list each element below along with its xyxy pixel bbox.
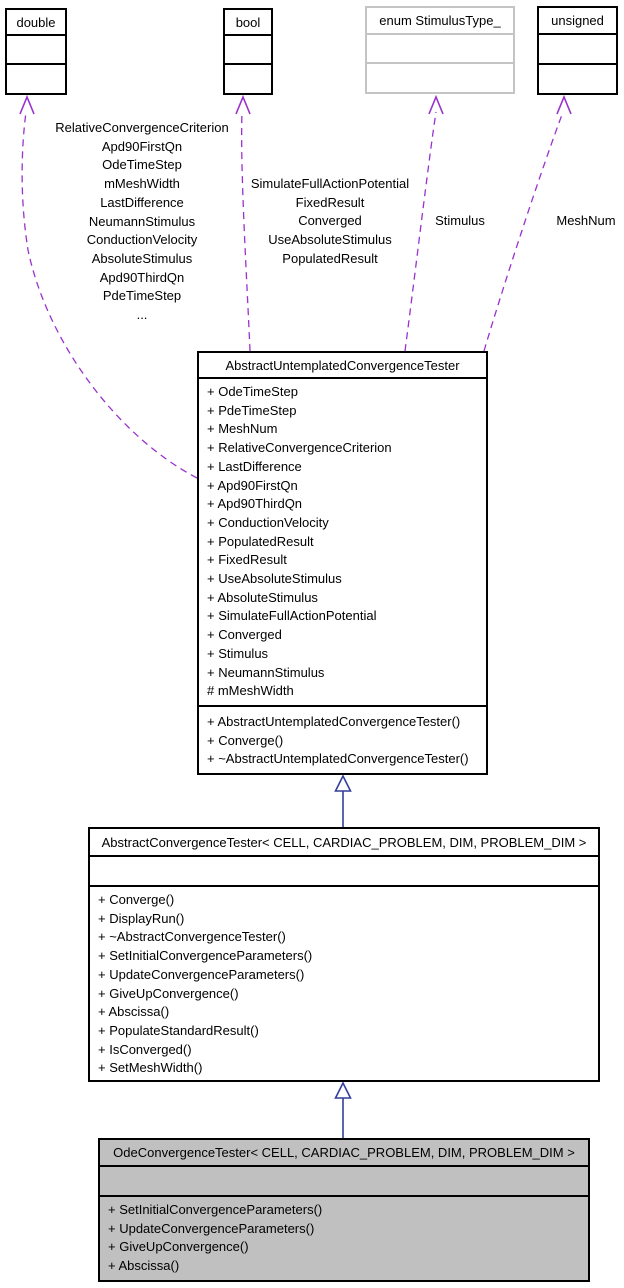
edge-label-line: SimulateFullActionPotential (250, 176, 410, 191)
edge-label-line: OdeTimeStep (102, 157, 182, 173)
edge-label-line: FixedResult (295, 194, 365, 210)
method-line: + DisplayRun() (98, 910, 185, 926)
edge-label-line: mMeshWidth (104, 176, 180, 192)
method-line: + GiveUpConvergence() (108, 1239, 249, 1255)
attribute-line: + Apd90ThirdQn (207, 496, 303, 512)
arrowhead-unsigned-icon (556, 94, 572, 115)
attributes-compartment (90, 857, 598, 887)
methods-compartment: + Converge() + DisplayRun() + ~AbstractCon… (90, 887, 598, 1078)
attribute-line: + PdeTimeStep (207, 402, 297, 418)
class-box-enum-stimulustype: enum StimulusType_ (365, 6, 515, 94)
usage-arrowheads (19, 94, 572, 115)
method-line: + SetMeshWidth() (98, 1060, 203, 1076)
method-line: + IsConverged() (98, 1041, 192, 1057)
empty-compartment (367, 35, 513, 64)
usage-edges (21, 111, 564, 479)
method-line: + UpdateConvergenceParameters() (108, 1220, 315, 1236)
arrowhead-bool-icon (235, 94, 251, 115)
attribute-line: + UseAbsoluteStimulus (207, 571, 342, 587)
attribute-line: + MeshNum (207, 421, 278, 437)
class-box-abstract-untemplated-convergence-tester[interactable]: AbstractUntemplatedConvergenceTester + O… (197, 351, 488, 775)
attribute-line: + AbsoluteStimulus (207, 589, 318, 605)
inheritance-triangle-icon (334, 774, 352, 792)
method-line: + GiveUpConvergence() (98, 985, 239, 1001)
edge-label-line: ConductionVelocity (86, 232, 198, 248)
class-title: double (7, 10, 65, 36)
inheritance-edges (334, 774, 352, 1139)
edge-label-line: RelativeConvergenceCriterion (55, 120, 229, 135)
attribute-line: + Stimulus (207, 645, 269, 661)
attribute-line: + Apd90FirstQn (207, 477, 298, 493)
method-line: + SetInitialConvergenceParameters() (108, 1202, 323, 1217)
method-line: + ~AbstractConvergenceTester() (98, 929, 286, 945)
class-box-unsigned: unsigned (537, 6, 618, 95)
edge-label-line: Converged (298, 213, 362, 229)
attribute-line: + ConductionVelocity (207, 514, 329, 530)
attribute-line: + SimulateFullActionPotential (207, 608, 377, 624)
method-line: + UpdateConvergenceParameters() (98, 966, 305, 982)
empty-compartment (225, 36, 271, 65)
class-box-bool: bool (223, 8, 273, 95)
class-title[interactable]: AbstractUntemplatedConvergenceTester (199, 353, 486, 379)
edge-unsigned (483, 111, 564, 352)
methods-compartment: + SetInitialConvergenceParameters() + Upd… (100, 1197, 588, 1276)
inheritance-triangle-icon (334, 1081, 352, 1099)
attributes-compartment (100, 1167, 588, 1197)
attribute-line: + Converged (207, 627, 282, 643)
edge-label-line: PdeTimeStep (102, 288, 182, 304)
edge-label-meshnum: MeshNum (556, 213, 616, 228)
empty-compartment (539, 35, 616, 65)
method-line: + ~AbstractUntemplatedConvergenceTester(… (207, 751, 469, 767)
class-title: unsigned (539, 8, 616, 35)
method-line: + Abscissa() (98, 1004, 170, 1020)
edge-label-line: Apd90ThirdQn (99, 269, 185, 285)
edge-label-line: ... (136, 307, 148, 323)
edge-label-line: AbsoluteStimulus (91, 250, 193, 266)
edge-enum (404, 111, 437, 352)
edge-label-line: Apd90FirstQn (101, 138, 183, 154)
method-line: + Converge() (98, 892, 175, 907)
method-line: + AbstractUntemplatedConvergenceTester() (207, 714, 461, 729)
empty-compartment (7, 36, 65, 65)
attribute-line: + PopulatedResult (207, 533, 314, 549)
edge-bool (240, 111, 251, 352)
attribute-line: # mMeshWidth (207, 683, 294, 699)
method-line: + PopulateStandardResult() (98, 1022, 259, 1038)
method-line: + Abscissa() (108, 1258, 180, 1274)
method-line: + Converge() (207, 732, 284, 748)
class-title: bool (225, 10, 271, 36)
edge-label-line: UseAbsoluteStimulus (268, 232, 392, 248)
class-title[interactable]: OdeConvergenceTester< CELL, CARDIAC_PROB… (100, 1140, 588, 1167)
arrowhead-enum-icon (428, 94, 444, 115)
method-line: + SetInitialConvergenceParameters() (98, 948, 313, 964)
attribute-line: + RelativeConvergenceCriterion (207, 440, 392, 456)
attribute-line: + LastDifference (207, 458, 302, 474)
class-box-ode-convergence-tester[interactable]: OdeConvergenceTester< CELL, CARDIAC_PROB… (98, 1138, 590, 1282)
class-box-double: double (5, 8, 67, 95)
arrowhead-double-icon (19, 94, 35, 115)
methods-compartment: + AbstractUntemplatedConvergenceTester()… (199, 707, 486, 769)
attributes-compartment: + OdeTimeStep + PdeTimeStep + MeshNum + Rel… (199, 379, 486, 707)
attribute-line: + NeumannStimulus (207, 664, 325, 680)
attribute-line: + OdeTimeStep (207, 384, 298, 399)
class-title: enum StimulusType_ (367, 8, 513, 35)
class-title[interactable]: AbstractConvergenceTester< CELL, CARDIAC… (90, 829, 598, 857)
class-box-abstract-convergence-tester[interactable]: AbstractConvergenceTester< CELL, CARDIAC… (88, 827, 600, 1082)
edge-label-line: LastDifference (100, 194, 184, 210)
edge-label-line: NeumannStimulus (88, 213, 196, 229)
edge-label-stimulus: Stimulus (435, 213, 485, 228)
attribute-line: + FixedResult (207, 552, 287, 568)
edge-label-line: PopulatedResult (282, 250, 378, 266)
